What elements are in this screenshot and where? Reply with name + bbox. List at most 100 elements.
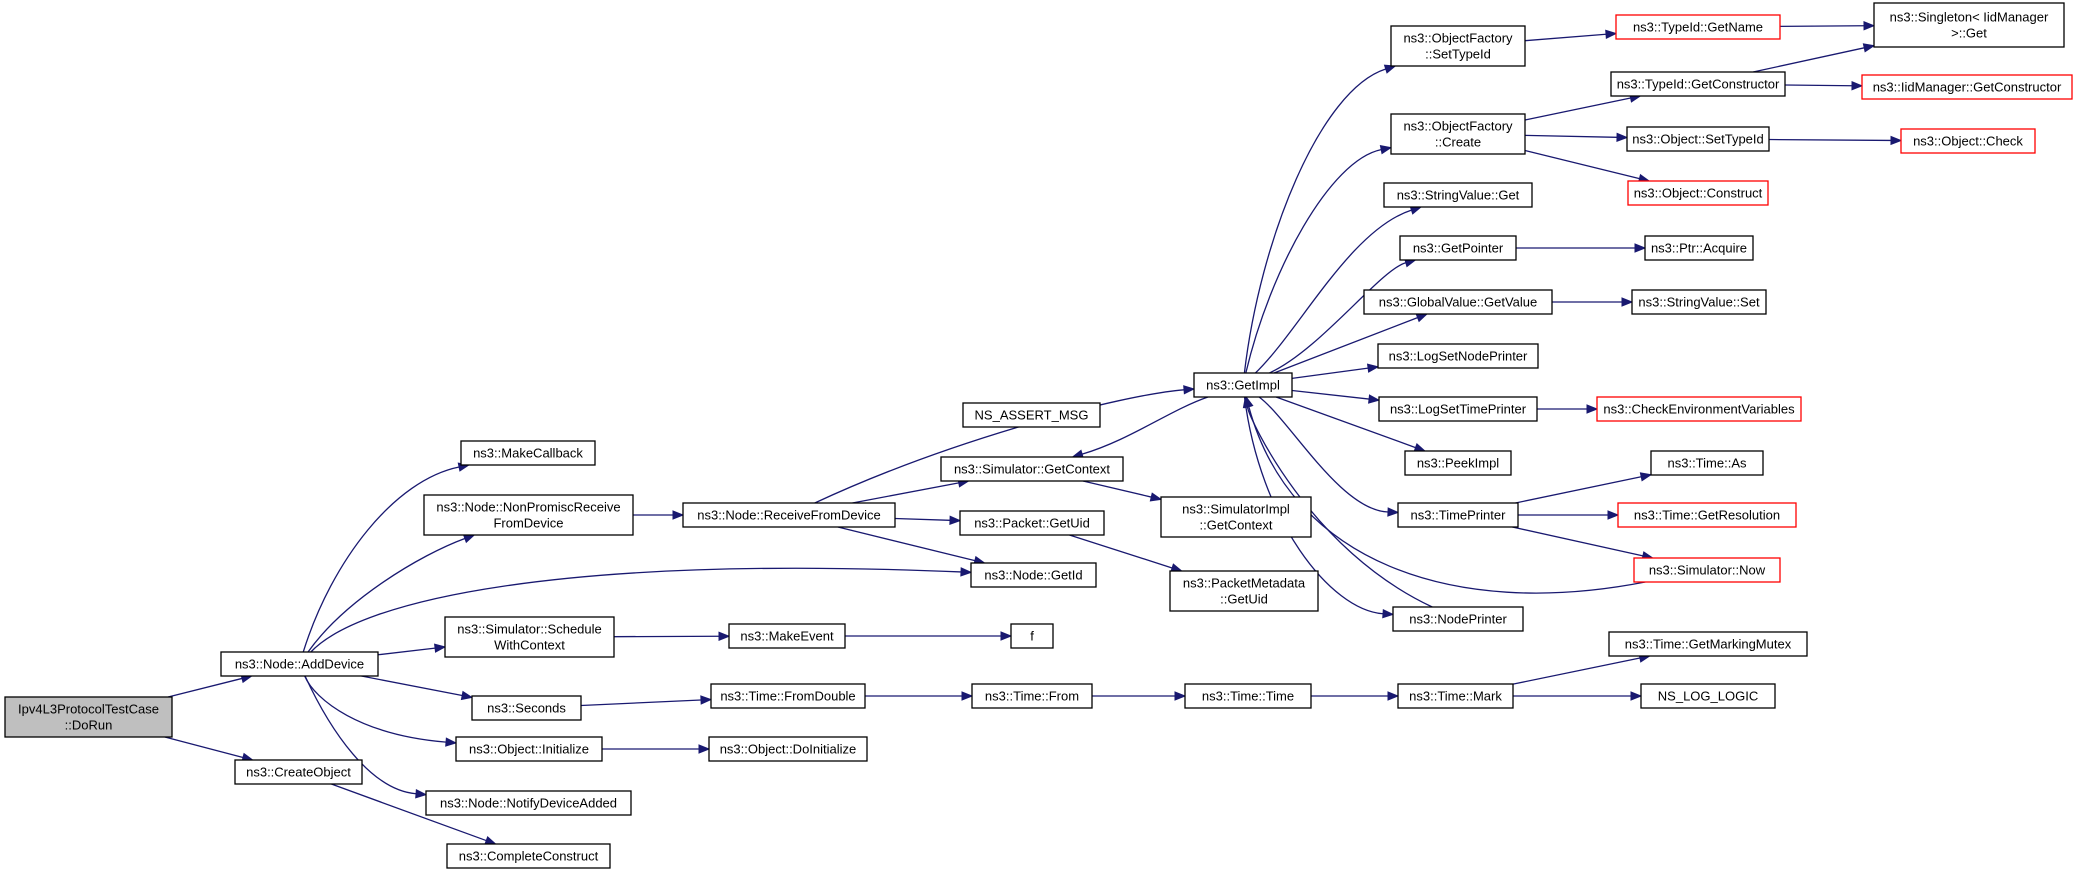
node-box <box>1390 25 1526 67</box>
node-box <box>1900 128 2036 154</box>
edge-timeprinter-to-simnow <box>1512 526 1654 561</box>
node-timeprinter[interactable]: ns3::TimePrinter <box>1397 502 1519 528</box>
node-makecallback[interactable]: ns3::MakeCallback <box>460 440 596 466</box>
node-timefrom[interactable]: ns3::Time::From <box>971 683 1093 709</box>
node-label: ns3::Time::GetResolution <box>1634 508 1780 523</box>
node-box <box>444 616 615 658</box>
node-label: ns3::GetPointer <box>1413 241 1504 256</box>
edge-settypeid-to-typeidgetname <box>1524 29 1618 42</box>
node-label: ns3::ObjectFactory <box>1403 119 1513 134</box>
node-label: ::GetUid <box>1220 592 1268 607</box>
node-box <box>710 683 866 709</box>
node-label: ns3::Singleton< IidManager <box>1890 10 2049 25</box>
node-makeevent[interactable]: ns3::MakeEvent <box>728 623 846 649</box>
node-label: ns3::Seconds <box>487 701 566 716</box>
edge-adddevice-to-seconds <box>361 675 474 701</box>
node-typeidgetname[interactable]: ns3::TypeId::GetName <box>1615 14 1781 40</box>
edge-logtimeprinter-to-checkenv <box>1537 404 1599 414</box>
node-box <box>1378 396 1538 422</box>
node-label: ns3::Simulator::Now <box>1649 563 1766 578</box>
node-timemark[interactable]: ns3::Time::Mark <box>1397 683 1514 709</box>
node-label: ns3::LogSetNodePrinter <box>1389 349 1528 364</box>
node-timeas[interactable]: ns3::Time::As <box>1650 450 1764 476</box>
node-getpointer[interactable]: ns3::GetPointer <box>1399 235 1517 261</box>
node-adddevice[interactable]: ns3::Node::AddDevice <box>220 651 379 677</box>
edge-typeidgetconstructor-to-iidgetconstructor <box>1784 80 1864 91</box>
node-timetime[interactable]: ns3::Time::Time <box>1184 683 1312 709</box>
edge-factorycreate-to-objsettypeid <box>1524 132 1629 143</box>
node-box <box>940 456 1124 482</box>
edge-getimpl-to-logtimeprinter <box>1291 389 1381 404</box>
node-nslogic[interactable]: NS_LOG_LOGIC <box>1640 683 1776 709</box>
node-createobject[interactable]: ns3::CreateObject <box>234 759 363 785</box>
node-lognodeprinter[interactable]: ns3::LogSetNodePrinter <box>1377 343 1539 369</box>
node-box <box>460 440 596 466</box>
node-label: ns3::IidManager::GetConstructor <box>1873 80 2062 95</box>
node-box <box>1626 126 1770 152</box>
node-objsettypeid[interactable]: ns3::Object::SetTypeId <box>1626 126 1770 152</box>
node-box <box>1377 343 1539 369</box>
edge-globalgetvalue-to-stringvalueset <box>1552 297 1634 307</box>
edge-adddevice-to-makecallback <box>302 462 471 653</box>
node-f[interactable]: f <box>1010 623 1054 649</box>
node-box <box>425 790 632 816</box>
node-receivefromdevice[interactable]: ns3::Node::ReceiveFromDevice <box>682 502 896 528</box>
node-label: ns3::PeekImpl <box>1417 456 1499 471</box>
edge-dorun-to-adddevice <box>167 673 254 698</box>
edge-receivefromdevice-to-packetgetuid <box>894 515 962 526</box>
node-logtimeprinter[interactable]: ns3::LogSetTimePrinter <box>1378 396 1538 422</box>
node-dorun[interactable]: Ipv4L3ProtocolTestCase::DoRun <box>4 696 173 738</box>
call-graph-nodes: Ipv4L3ProtocolTestCase::DoRunns3::Node::… <box>4 2 2073 869</box>
node-simnow[interactable]: ns3::Simulator::Now <box>1633 557 1781 583</box>
node-factorycreate[interactable]: ns3::ObjectFactory::Create <box>1390 113 1526 155</box>
node-settypeid[interactable]: ns3::ObjectFactory::SetTypeId <box>1390 25 1526 67</box>
node-label: ::SetTypeId <box>1425 47 1491 62</box>
node-simimplgetcontext[interactable]: ns3::SimulatorImpl::GetContext <box>1160 496 1312 538</box>
edge-adddevice-to-notifyadded <box>304 675 428 799</box>
node-label: ns3::Object::Check <box>1913 134 2023 149</box>
node-label: ns3::Time::From <box>985 689 1079 704</box>
node-markingmutex[interactable]: ns3::Time::GetMarkingMutex <box>1608 631 1808 657</box>
node-box <box>1169 570 1319 612</box>
node-nodegetid[interactable]: ns3::Node::GetId <box>970 562 1097 588</box>
node-ptracquire[interactable]: ns3::Ptr::Acquire <box>1644 235 1754 261</box>
node-stringvalueset[interactable]: ns3::StringValue::Set <box>1631 289 1767 315</box>
node-metadatagetuid[interactable]: ns3::PacketMetadata::GetUid <box>1169 570 1319 612</box>
node-label: ns3::MakeEvent <box>740 629 834 644</box>
node-globalgetvalue[interactable]: ns3::GlobalValue::GetValue <box>1363 289 1553 315</box>
node-assertmsg[interactable]: NS_ASSERT_MSG <box>962 402 1101 428</box>
edge-timemark-to-nslogic <box>1513 691 1643 701</box>
node-fromdouble[interactable]: ns3::Time::FromDouble <box>710 683 866 709</box>
node-checkenv[interactable]: ns3::CheckEnvironmentVariables <box>1596 396 1802 422</box>
node-objinit[interactable]: ns3::Object::Initialize <box>455 736 603 762</box>
node-label: NS_LOG_LOGIC <box>1658 689 1758 704</box>
node-packetgetuid[interactable]: ns3::Packet::GetUid <box>959 510 1105 536</box>
node-peekimpl[interactable]: ns3::PeekImpl <box>1404 450 1512 476</box>
node-seconds[interactable]: ns3::Seconds <box>471 695 582 721</box>
edge-timetime-to-timemark <box>1311 691 1400 701</box>
node-simgetcontext[interactable]: ns3::Simulator::GetContext <box>940 456 1124 482</box>
node-notifyadded[interactable]: ns3::Node::NotifyDeviceAdded <box>425 790 632 816</box>
node-nodeprinter[interactable]: ns3::NodePrinter <box>1392 606 1524 632</box>
node-box <box>1650 450 1764 476</box>
edge-getimpl-to-stringvalueget <box>1254 205 1423 374</box>
node-iidgetconstructor[interactable]: ns3::IidManager::GetConstructor <box>1861 74 2073 100</box>
node-box <box>1160 496 1312 538</box>
node-label: ns3::Object::Initialize <box>469 742 589 757</box>
node-label: ns3::Node::GetId <box>984 568 1082 583</box>
node-box <box>1363 289 1553 315</box>
node-typeidgetconstructor[interactable]: ns3::TypeId::GetConstructor <box>1610 71 1786 97</box>
node-singletonget[interactable]: ns3::Singleton< IidManager >::Get <box>1873 2 2065 48</box>
edge-getpointer-to-ptracquire <box>1516 243 1647 253</box>
node-objconstruct[interactable]: ns3::Object::Construct <box>1627 180 1769 206</box>
node-stringvalueget[interactable]: ns3::StringValue::Get <box>1383 182 1533 208</box>
node-getimpl[interactable]: ns3::GetImpl <box>1193 372 1293 398</box>
node-objcheck[interactable]: ns3::Object::Check <box>1900 128 2036 154</box>
node-completeconstruct[interactable]: ns3::CompleteConstruct <box>446 843 611 869</box>
node-box <box>1392 606 1524 632</box>
node-doinit[interactable]: ns3::Object::DoInitialize <box>708 736 868 762</box>
edge-factorycreate-to-objconstruct <box>1524 149 1651 184</box>
node-getresolution[interactable]: ns3::Time::GetResolution <box>1617 502 1797 528</box>
